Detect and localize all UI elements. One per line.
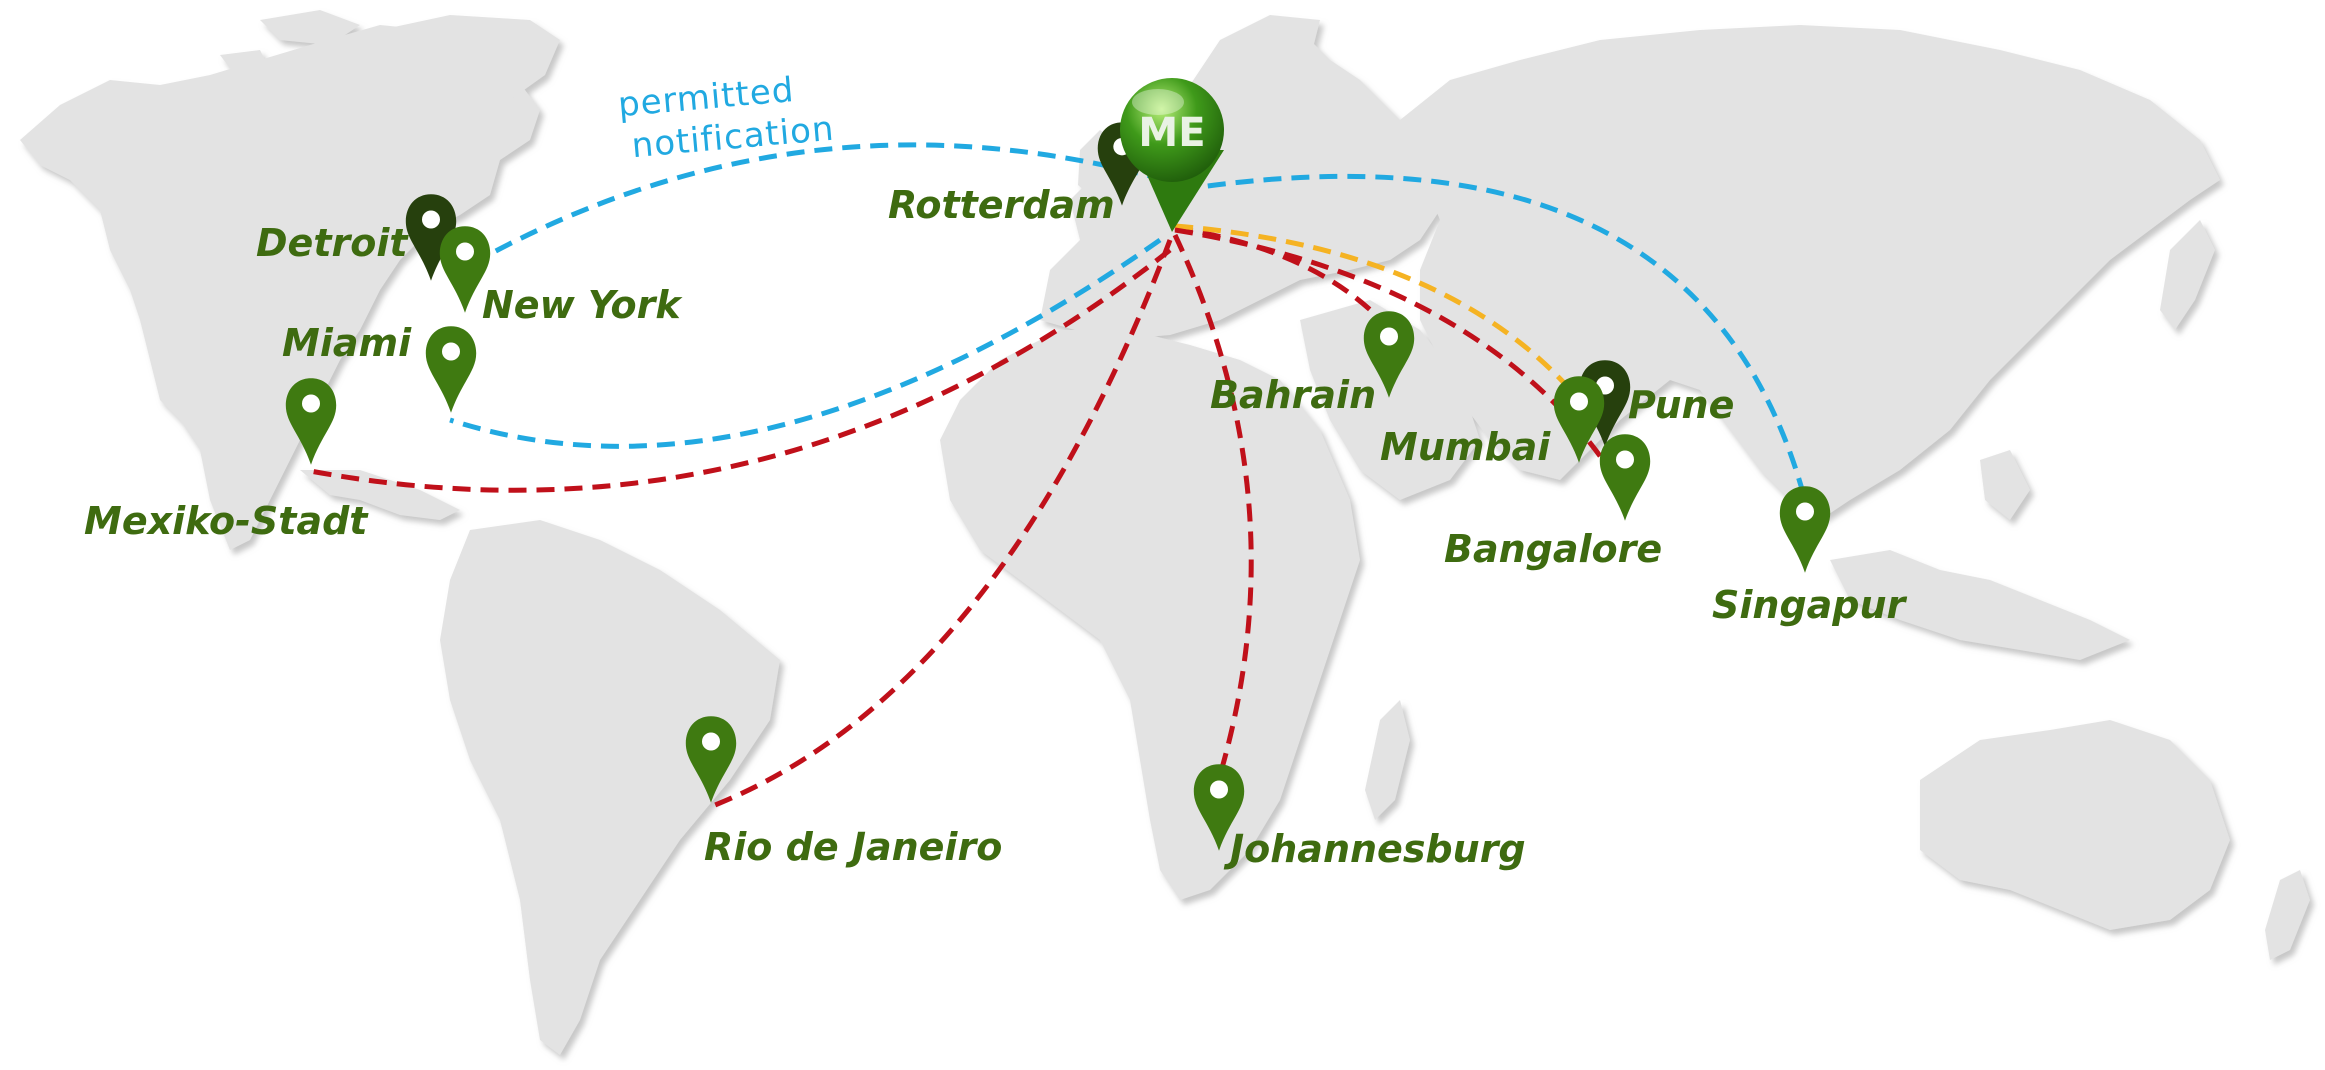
greenland-shape — [380, 15, 560, 105]
me-ball-shine — [1132, 89, 1184, 115]
me-ball — [1120, 78, 1224, 182]
city-label-bahrain: Bahrain — [1210, 373, 1376, 417]
city-label-bangalore: Bangalore — [1444, 527, 1662, 571]
route-rotterdam-miami — [449, 237, 1162, 449]
australia-shape — [1920, 720, 2230, 930]
arabia-shape — [1300, 300, 1480, 500]
city-label-mumbai: Mumbai — [1380, 425, 1551, 469]
route-rotterdam-rio-de-janeiro — [714, 239, 1173, 808]
location-pin-icon[interactable] — [1779, 486, 1831, 573]
japan-shape — [2160, 220, 2215, 330]
south-america-shape — [440, 520, 780, 1055]
city-label-rio-de-janeiro: Rio de Janeiro — [704, 825, 1002, 869]
city-label-rotterdam: Rotterdam — [888, 183, 1115, 227]
north-america-shape — [20, 25, 540, 550]
city-label-singapur: Singapur — [1712, 583, 1908, 627]
route-rotterdam-johannesburg — [1172, 233, 1254, 776]
europe-shape — [1040, 30, 1440, 340]
land-masses — [20, 10, 2310, 1055]
city-label-detroit: Detroit — [256, 221, 409, 265]
city-label-miami: Miami — [282, 321, 412, 365]
route-rotterdam-pune — [1174, 223, 1598, 422]
route-rotterdam-mexiko-stadt — [304, 248, 1172, 493]
arctic-islands-shape — [220, 10, 360, 75]
route-rotterdam-singapur — [1179, 173, 1808, 501]
me-label: ME — [1138, 110, 1205, 156]
hub-marker[interactable]: ME — [1097, 78, 1224, 232]
africa-shape — [940, 330, 1360, 900]
location-pin-icon[interactable] — [1599, 434, 1651, 521]
indonesia-shape — [1830, 450, 2130, 660]
city-label-new-york: New York — [482, 283, 683, 327]
city-label-mexiko-stadt: Mexiko-Stadt — [84, 499, 369, 543]
city-label-johannesburg: Johannesburg — [1223, 827, 1526, 871]
new-zealand-shape — [2265, 870, 2310, 960]
central-america-shape — [300, 470, 460, 520]
city-label-pune: Pune — [1628, 383, 1734, 427]
location-pin-icon[interactable] — [425, 326, 477, 413]
city-labels: Rotterdam Detroit New York Miami Mexiko-… — [84, 183, 1908, 871]
routes-layer — [304, 142, 1808, 808]
madagascar-shape — [1365, 700, 1410, 820]
